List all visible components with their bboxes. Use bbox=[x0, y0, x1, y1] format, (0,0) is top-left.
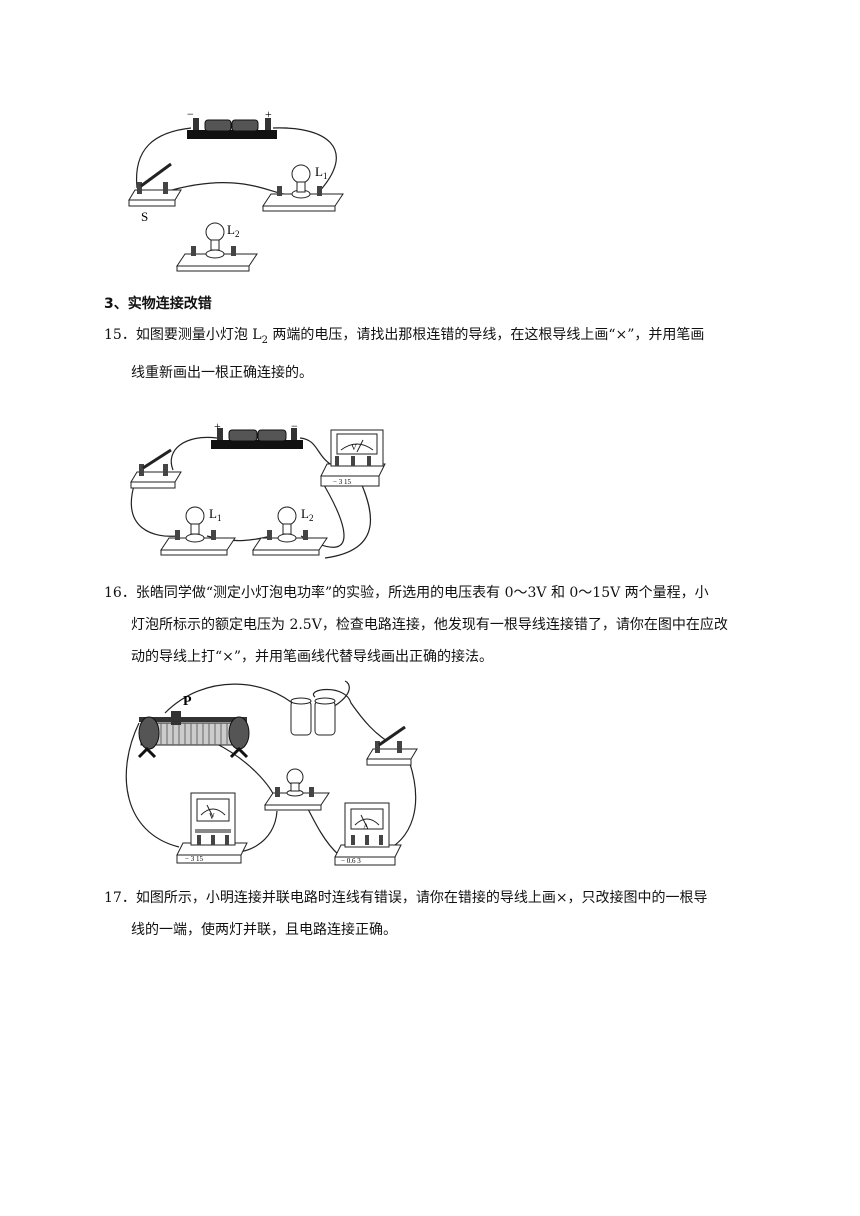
lamp-1-subscript: 1 bbox=[217, 513, 222, 523]
lamp-1-subscript: 1 bbox=[323, 171, 328, 181]
rheostat-label: P bbox=[183, 694, 192, 709]
circuit-figure-2-drawing: + − V − 3 15 bbox=[130, 419, 386, 559]
question-15: 15．如图要测量小灯泡 L2 两端的电压，请找出那根连错的导线，在这根导线上画“… bbox=[104, 319, 759, 389]
question-15-text-a: 15．如图要测量小灯泡 L bbox=[104, 327, 262, 343]
svg-text:L1: L1 bbox=[209, 506, 221, 523]
switch bbox=[130, 448, 182, 489]
wire bbox=[312, 689, 388, 742]
lamp-2: L2 bbox=[176, 222, 258, 272]
voltmeter: V − 3 15 bbox=[176, 792, 248, 864]
question-17-line-1: 17．如图所示，小明连接并联电路时连线有错误，请你在错接的导线上画×，只改接图中… bbox=[104, 890, 708, 906]
lamp-1: L1 bbox=[262, 164, 344, 212]
ammeter-letter: A bbox=[363, 822, 369, 831]
svg-text:L1: L1 bbox=[315, 164, 327, 181]
wire bbox=[332, 680, 350, 708]
lamp bbox=[264, 768, 330, 811]
question-16-line-2: 灯泡所标示的额定电压为 2.5V，检查电路连接，他发现有一根导线连接错了，请你在… bbox=[131, 617, 728, 633]
wire bbox=[272, 127, 337, 195]
wire bbox=[214, 742, 276, 800]
question-16-line-3: 动的导线上打“×”，并用笔画线代替导线画出正确的接法。 bbox=[131, 649, 494, 665]
circuit-figure-2: + − V − 3 15 bbox=[125, 419, 390, 570]
wire bbox=[164, 182, 292, 195]
svg-text:L2: L2 bbox=[227, 222, 239, 239]
wire bbox=[304, 802, 340, 856]
battery-minus-label: − bbox=[187, 107, 194, 121]
wire bbox=[135, 127, 192, 189]
ammeter: A − 0.6 3 bbox=[334, 802, 402, 866]
battery-holder: − + bbox=[187, 107, 277, 139]
battery-minus-label: − bbox=[291, 419, 298, 433]
battery-plus-label: + bbox=[265, 107, 272, 121]
circuit-figure-3: P bbox=[125, 680, 425, 868]
battery-holder: + − bbox=[211, 419, 303, 449]
ammeter-terminal-labels: − 0.6 3 bbox=[341, 857, 361, 865]
question-15-text-b: 两端的电压，请找出那根连错的导线，在这根导线上画“×”，并用笔画 bbox=[267, 327, 705, 343]
circuit-figure-1-drawing: − + S L1 bbox=[128, 107, 344, 272]
circuit-figure-1: − + S L1 bbox=[125, 107, 350, 273]
question-15-line-2: 线重新画出一根正确连接的。 bbox=[131, 364, 313, 381]
switch-label: S bbox=[141, 209, 148, 224]
wire bbox=[164, 683, 298, 714]
lamp-1-label: L bbox=[209, 506, 217, 521]
wire bbox=[130, 481, 178, 537]
voltmeter: V − 3 15 bbox=[320, 429, 386, 487]
voltmeter-terminal-labels: − 3 15 bbox=[333, 478, 351, 486]
lamp-2: L2 bbox=[252, 506, 328, 556]
wire bbox=[125, 722, 180, 848]
lamp-2-label: L bbox=[227, 222, 235, 237]
battery-pair bbox=[290, 697, 336, 736]
lamp-1-label: L bbox=[315, 164, 323, 179]
lamp-2-subscript: 2 bbox=[309, 513, 314, 523]
circuit-figure-3-drawing: P bbox=[125, 680, 418, 866]
question-17: 17．如图所示，小明连接并联电路时连线有错误，请你在错接的导线上画×，只改接图中… bbox=[104, 882, 759, 946]
question-17-line-2: 线的一端，使两灯并联，且电路连接正确。 bbox=[131, 922, 397, 938]
voltmeter-letter: V bbox=[209, 812, 215, 821]
question-15-line-1: 15．如图要测量小灯泡 L2 两端的电压，请找出那根连错的导线，在这根导线上画“… bbox=[104, 319, 759, 357]
question-16: 16．张皓同学做“测定小灯泡电功率”的实验，所选用的电压表有 0～3V 和 0～… bbox=[104, 577, 759, 673]
lamp-1: L1 bbox=[160, 506, 236, 556]
wire bbox=[170, 436, 218, 471]
question-16-line-1: 16．张皓同学做“测定小灯泡电功率”的实验，所选用的电压表有 0～3V 和 0～… bbox=[104, 585, 709, 601]
lamp-2-subscript: 2 bbox=[235, 229, 240, 239]
switch: S bbox=[128, 162, 182, 224]
lamp-2-label: L bbox=[301, 506, 309, 521]
voltmeter-letter: V bbox=[351, 443, 357, 452]
rheostat: P bbox=[137, 694, 250, 759]
svg-text:L2: L2 bbox=[301, 506, 313, 523]
question-15-subscript: 2 bbox=[261, 334, 268, 346]
switch bbox=[366, 725, 418, 766]
section-title: 3、实物连接改错 bbox=[104, 296, 212, 312]
voltmeter-terminal-labels: − 3 15 bbox=[185, 855, 203, 863]
battery-plus-label: + bbox=[214, 419, 221, 433]
